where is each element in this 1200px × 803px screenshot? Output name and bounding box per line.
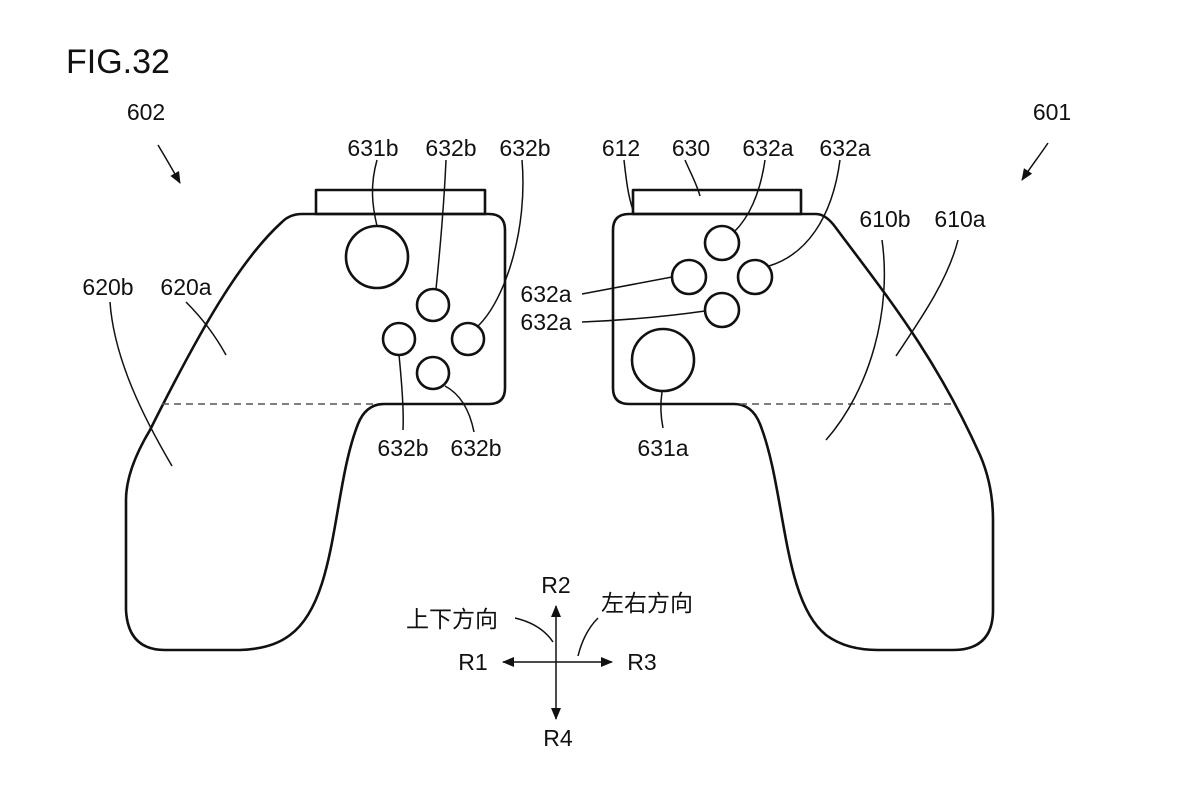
right-controller-body xyxy=(611,212,995,652)
label-610a: 610a xyxy=(934,206,985,232)
label-r2: R2 xyxy=(541,572,570,598)
label-632b-right: 632b xyxy=(499,135,550,161)
leader-632a-left xyxy=(581,276,673,295)
leader-632b-left xyxy=(398,354,404,431)
leader-610a xyxy=(895,239,959,357)
label-610b: 610b xyxy=(859,206,910,232)
right-button-bottom xyxy=(703,291,741,329)
label-632a-right: 632a xyxy=(819,135,870,161)
label-631b: 631b xyxy=(347,135,398,161)
left-controller-body xyxy=(124,212,507,652)
leader-612 xyxy=(623,159,634,211)
label-r4: R4 xyxy=(543,725,573,751)
right-connector xyxy=(631,188,803,216)
right-button-right xyxy=(736,258,774,296)
label-horizontal-direction: 左右方向 xyxy=(601,591,693,617)
label-r1: R1 xyxy=(458,649,487,675)
leader-632b-bottom xyxy=(444,385,475,433)
left-analog-stick xyxy=(344,224,410,290)
left-button-bottom xyxy=(415,355,451,391)
leader-620b xyxy=(109,301,173,467)
leader-630 xyxy=(684,159,701,197)
right-button-left xyxy=(670,258,708,296)
label-632b-bottom: 632b xyxy=(450,435,501,461)
left-ref-arrow xyxy=(157,144,181,184)
label-620a: 620a xyxy=(160,274,211,300)
left-button-top xyxy=(415,287,451,323)
right-controller: 601 612 630 632a 632a 610b 610a 632a 632… xyxy=(520,99,1071,652)
left-connector xyxy=(314,188,487,216)
label-601: 601 xyxy=(1033,99,1071,125)
leader-632a-top xyxy=(734,159,766,232)
label-632b-top: 632b xyxy=(425,135,476,161)
label-vertical-direction: 上下方向 xyxy=(406,607,498,633)
right-analog-stick xyxy=(630,327,696,393)
leader-631b xyxy=(371,159,378,227)
leader-horizontal-direction xyxy=(577,617,599,657)
leader-vertical-direction xyxy=(514,617,554,643)
left-button-left xyxy=(381,321,417,357)
leader-620a xyxy=(185,301,227,356)
figure-title: FIG.32 xyxy=(66,43,170,81)
leader-632b-right xyxy=(477,159,524,327)
label-620b: 620b xyxy=(82,274,133,300)
label-r3: R3 xyxy=(627,649,656,675)
left-controller: 602 631b 632b 632b 620b 620a 632b 632b xyxy=(82,99,551,652)
right-ref-arrow xyxy=(1021,142,1049,181)
direction-axes: R2 R1 R3 R4 上下方向 左右方向 xyxy=(406,572,693,751)
label-602: 602 xyxy=(127,99,165,125)
right-button-top xyxy=(703,224,741,262)
left-button-right xyxy=(450,321,486,357)
leader-610b xyxy=(825,239,886,441)
label-612: 612 xyxy=(602,135,640,161)
label-630: 630 xyxy=(672,135,710,161)
label-632a-left: 632a xyxy=(520,281,571,307)
leader-632a-right xyxy=(768,159,841,267)
label-632a-top: 632a xyxy=(742,135,793,161)
leader-632b-top xyxy=(435,159,447,290)
leader-632a-bottom xyxy=(581,310,706,323)
leader-631a xyxy=(660,391,664,429)
label-632b-left: 632b xyxy=(377,435,428,461)
label-631a: 631a xyxy=(637,435,688,461)
label-632a-bottom: 632a xyxy=(520,309,571,335)
